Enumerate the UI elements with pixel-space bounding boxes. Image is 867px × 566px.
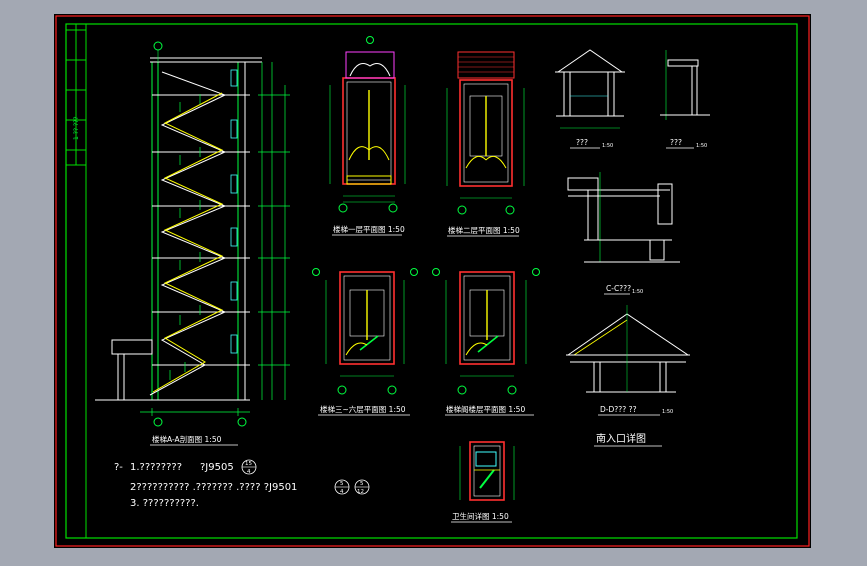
ref-symbol-1-top: 15 [245, 461, 252, 467]
ref-symbol-1-bottom: 4 [247, 469, 251, 475]
floor2-plan-label: 楼梯二层平面图 1:50 [448, 225, 520, 235]
attic-plan-view [432, 268, 540, 395]
title-block: 1 ?? ??? [65, 23, 87, 539]
ref-symbol-2-top: 5 [340, 481, 344, 487]
stair-section-view [95, 41, 290, 427]
section-cc-view [567, 172, 680, 263]
attic-plan-label: 楼梯阁楼层平面图 1:50 [446, 404, 525, 414]
detail-ref-symbol-1: 15 4 [241, 459, 257, 475]
section-dd-view [566, 305, 690, 393]
note-line-1: 1.???????? [130, 462, 182, 473]
notes-prefix: ?- [114, 462, 123, 473]
detail-a-scale: 1:50 [602, 143, 613, 149]
notes-block: ?- 1.???????? ?J9505 15 4 2?????????? .?… [114, 459, 370, 509]
title-block-text: 1 ?? ??? [73, 116, 80, 140]
ref-symbol-3-top: 5 [360, 481, 364, 487]
note-line-3: 3. ??????????. [130, 498, 199, 509]
section-view-label: 楼梯A-A剖面图 1:50 [152, 434, 222, 444]
detail-b-scale: 1:50 [696, 143, 707, 149]
toilet-detail-view [459, 441, 515, 501]
section-cc-scale: 1:50 [632, 289, 643, 295]
ref-symbol-2-bottom: 4 [340, 489, 344, 495]
floor2-plan-view [446, 51, 525, 215]
detail-b-label: ??? [670, 138, 682, 147]
detail-a-label: ??? [576, 138, 588, 147]
south-entrance-title: 南入口详图 [596, 432, 646, 445]
section-cc-label: C-C??? [606, 284, 631, 293]
detail-ref-symbol-3: 5 12 [354, 479, 370, 495]
detail-b-view [660, 50, 710, 120]
floor1-plan-view [329, 36, 406, 213]
section-dd-label: D-D??? ?? [600, 405, 637, 414]
note-line-1-ref: ?J9505 [200, 462, 234, 473]
ref-symbol-3-bottom: 12 [357, 489, 364, 495]
floor3-6-plan-label: 楼梯三~六层平面图 1:50 [320, 404, 406, 414]
note-line-2: 2?????????? .??????? .???? ?J9501 [130, 482, 297, 493]
floor3-6-plan-view [312, 268, 418, 395]
outer-border [55, 15, 810, 547]
detail-ref-symbol-2: 5 4 [334, 479, 350, 495]
section-dd-scale: 1:50 [662, 409, 673, 415]
toilet-detail-label: 卫生间详图 1:50 [452, 511, 509, 521]
floor1-plan-label: 楼梯一层平面图 1:50 [333, 224, 405, 234]
detail-a-view [555, 49, 625, 129]
